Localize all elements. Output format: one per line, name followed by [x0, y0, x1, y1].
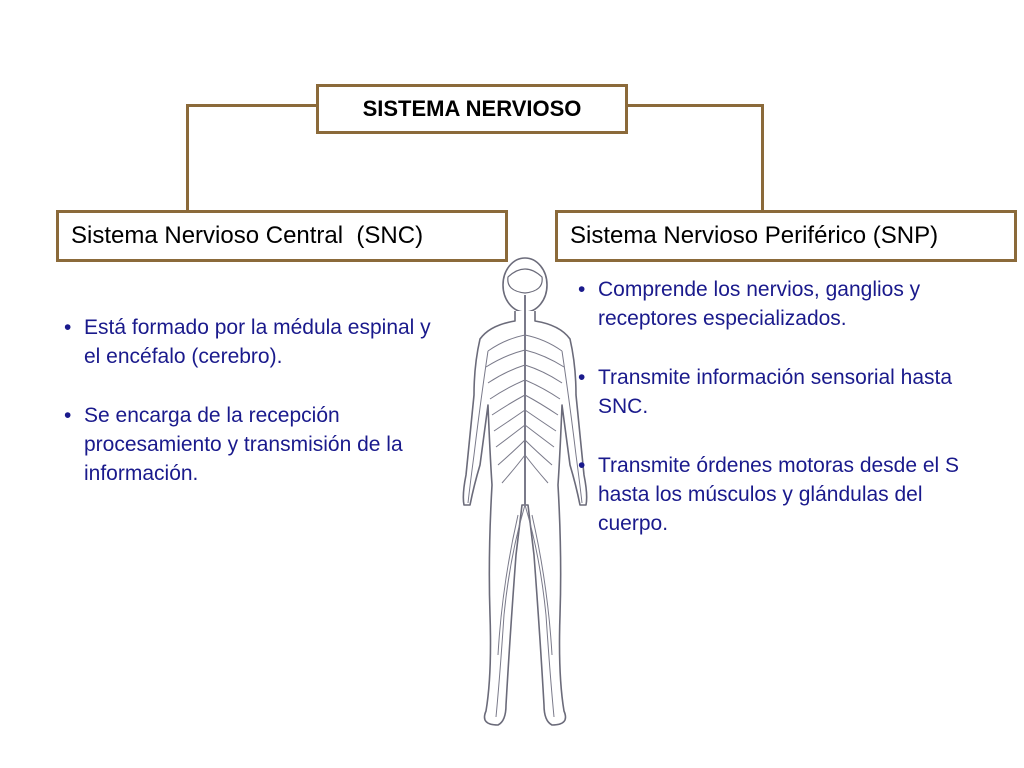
snc-bullet-line: procesamiento y transmisión de la — [84, 433, 403, 456]
connector-right-horizontal — [626, 104, 764, 107]
snc-node-box: Sistema Nervioso Central (SNC) — [56, 210, 508, 262]
snp-bullet-list: Comprende los nervios, ganglios y recept… — [572, 275, 959, 568]
snp-bullet-line: hasta los músculos y glándulas del — [598, 483, 923, 506]
root-node-label: SISTEMA NERVIOSO — [362, 96, 582, 121]
connector-right-vertical — [761, 104, 764, 212]
snp-bullet-line: cuerpo. — [598, 512, 669, 535]
snc-bullet-item: Se encarga de la recepción procesamiento… — [58, 401, 431, 488]
snc-bullet-line: Está formado por la médula espinal y — [84, 316, 431, 339]
snp-bullet-line: receptores especializados. — [598, 307, 847, 330]
snc-node-title: Sistema Nervioso Central (SNC) — [71, 222, 424, 249]
snp-bullet-item: Transmite órdenes motoras desde el S has… — [572, 451, 959, 538]
snc-bullet-line: el encéfalo (cerebro). — [84, 345, 283, 368]
snc-bullet-line: información. — [84, 462, 199, 485]
connector-left-vertical — [186, 104, 189, 212]
snp-bullet-line: SNC. — [598, 395, 649, 418]
snp-node-title: Sistema Nervioso Periférico (SNP) — [570, 222, 939, 249]
connector-left-horizontal — [186, 104, 318, 107]
snp-bullet-item: Comprende los nervios, ganglios y recept… — [572, 275, 959, 333]
root-node-box: SISTEMA NERVIOSO — [316, 84, 628, 134]
snp-node-box: Sistema Nervioso Periférico (SNP) — [555, 210, 1017, 262]
snp-bullet-line: Comprende los nervios, ganglios y — [598, 278, 921, 301]
snc-bullet-list: Está formado por la médula espinal y el … — [58, 313, 431, 518]
snc-bullet-item: Está formado por la médula espinal y el … — [58, 313, 431, 371]
snp-bullet-item: Transmite información sensorial hasta SN… — [572, 363, 959, 421]
snp-bullet-line: Transmite información sensorial hasta — [598, 366, 953, 389]
snp-bullet-line: Transmite órdenes motoras desde el S — [598, 454, 960, 477]
human-nervous-system-illustration — [462, 257, 588, 726]
snc-bullet-line: Se encarga de la recepción — [84, 404, 340, 427]
